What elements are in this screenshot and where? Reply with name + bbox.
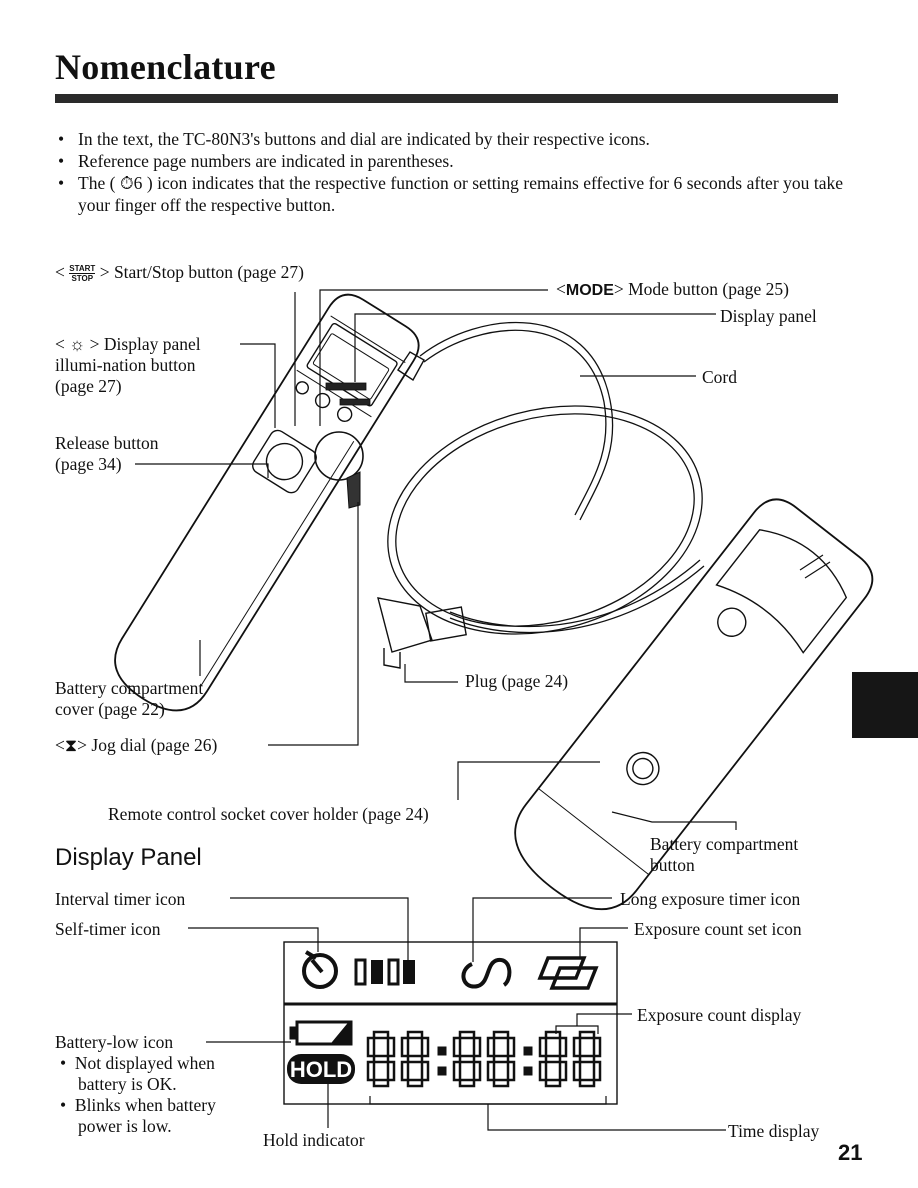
time-display-label: Time display: [728, 1121, 820, 1141]
display-panel-diagram: HOLD: [188, 897, 726, 1131]
display-panel-label: Display panel: [720, 306, 817, 326]
digit-eight: [400, 1030, 430, 1088]
battery-button-label: Battery compartment: [650, 834, 799, 854]
socket-holder-label: Remote control socket cover holder (page…: [108, 804, 429, 824]
battery-low-label: Battery-low icon: [55, 1032, 174, 1052]
hold-indicator: HOLD: [287, 1054, 355, 1084]
cord: [387, 322, 705, 635]
digit-eight: [538, 1030, 568, 1088]
mode-icon: MODE: [565, 282, 614, 299]
time-display-digits: [366, 1030, 602, 1088]
jog-dial-icon: ⧗: [64, 735, 78, 755]
self-timer-icon: [302, 950, 338, 989]
mode-label: <MODE> Mode button (page 25): [556, 279, 789, 299]
interval-timer-icon: [354, 958, 415, 986]
bullet-item: The ( ⏱6 ) icon indicates that the respe…: [58, 172, 843, 216]
jog-dial-label: <⧗> Jog dial (page 26): [55, 735, 218, 755]
page-title: Nomenclature: [55, 47, 276, 87]
bullet-item: In the text, the TC-80N3's buttons and d…: [58, 128, 843, 150]
device-lcd-segments: [325, 382, 371, 406]
battery-cover-label-2: cover (page 22): [55, 699, 165, 719]
digit-eight: [572, 1030, 602, 1088]
cord-label: Cord: [702, 367, 737, 387]
illumination-label: < ☼ > Display panel: [55, 334, 201, 354]
plug-label: Plug (page 24): [465, 671, 569, 691]
battery-note-2b: power is low.: [78, 1116, 172, 1136]
plug: [377, 597, 467, 669]
battery-low-icon: [289, 1020, 353, 1046]
battery-note-2: • Blinks when battery: [60, 1095, 216, 1115]
interval-timer-label: Interval timer icon: [55, 889, 186, 909]
colon-separator: [437, 1046, 447, 1076]
illumination-icon: ☼: [69, 334, 86, 354]
exposure-count-display-label: Exposure count display: [637, 1005, 802, 1025]
svg-text:HOLD: HOLD: [290, 1057, 352, 1082]
remote-controller: [114, 293, 420, 712]
digit-eight: [486, 1030, 516, 1088]
self-timer-label: Self-timer icon: [55, 919, 161, 939]
colon-separator: [523, 1046, 533, 1076]
battery-note-1b: battery is OK.: [78, 1074, 177, 1094]
bullet-item: Reference page numbers are indicated in …: [58, 150, 843, 172]
exposure-count-set-icon: [537, 956, 599, 990]
illumination-label-3: (page 27): [55, 376, 122, 396]
battery-note-1: • Not displayed when: [60, 1053, 215, 1073]
illumination-label-2: illumi-nation button: [55, 355, 196, 375]
release-label: Release button: [55, 433, 159, 453]
jog-dial: [314, 431, 364, 481]
release-label-2: (page 34): [55, 454, 122, 474]
long-exposure-timer-icon: [461, 957, 512, 989]
page-number: 21: [838, 1140, 863, 1165]
intro-bullets: In the text, the TC-80N3's buttons and d…: [58, 128, 843, 216]
digit-eight: [366, 1030, 396, 1088]
section-tab: [852, 672, 918, 738]
battery-cover-label: Battery compartment: [55, 678, 204, 698]
battery-button-label-2: button: [650, 855, 695, 875]
remote-back-view: [514, 498, 874, 911]
title-rule: [55, 94, 838, 103]
long-exposure-label: Long exposure timer icon: [620, 889, 801, 909]
digit-eight: [452, 1030, 482, 1088]
hold-indicator-label: Hold indicator: [263, 1130, 365, 1150]
exposure-count-set-label: Exposure count set icon: [634, 919, 802, 939]
display-panel-heading: Display Panel: [55, 844, 202, 871]
